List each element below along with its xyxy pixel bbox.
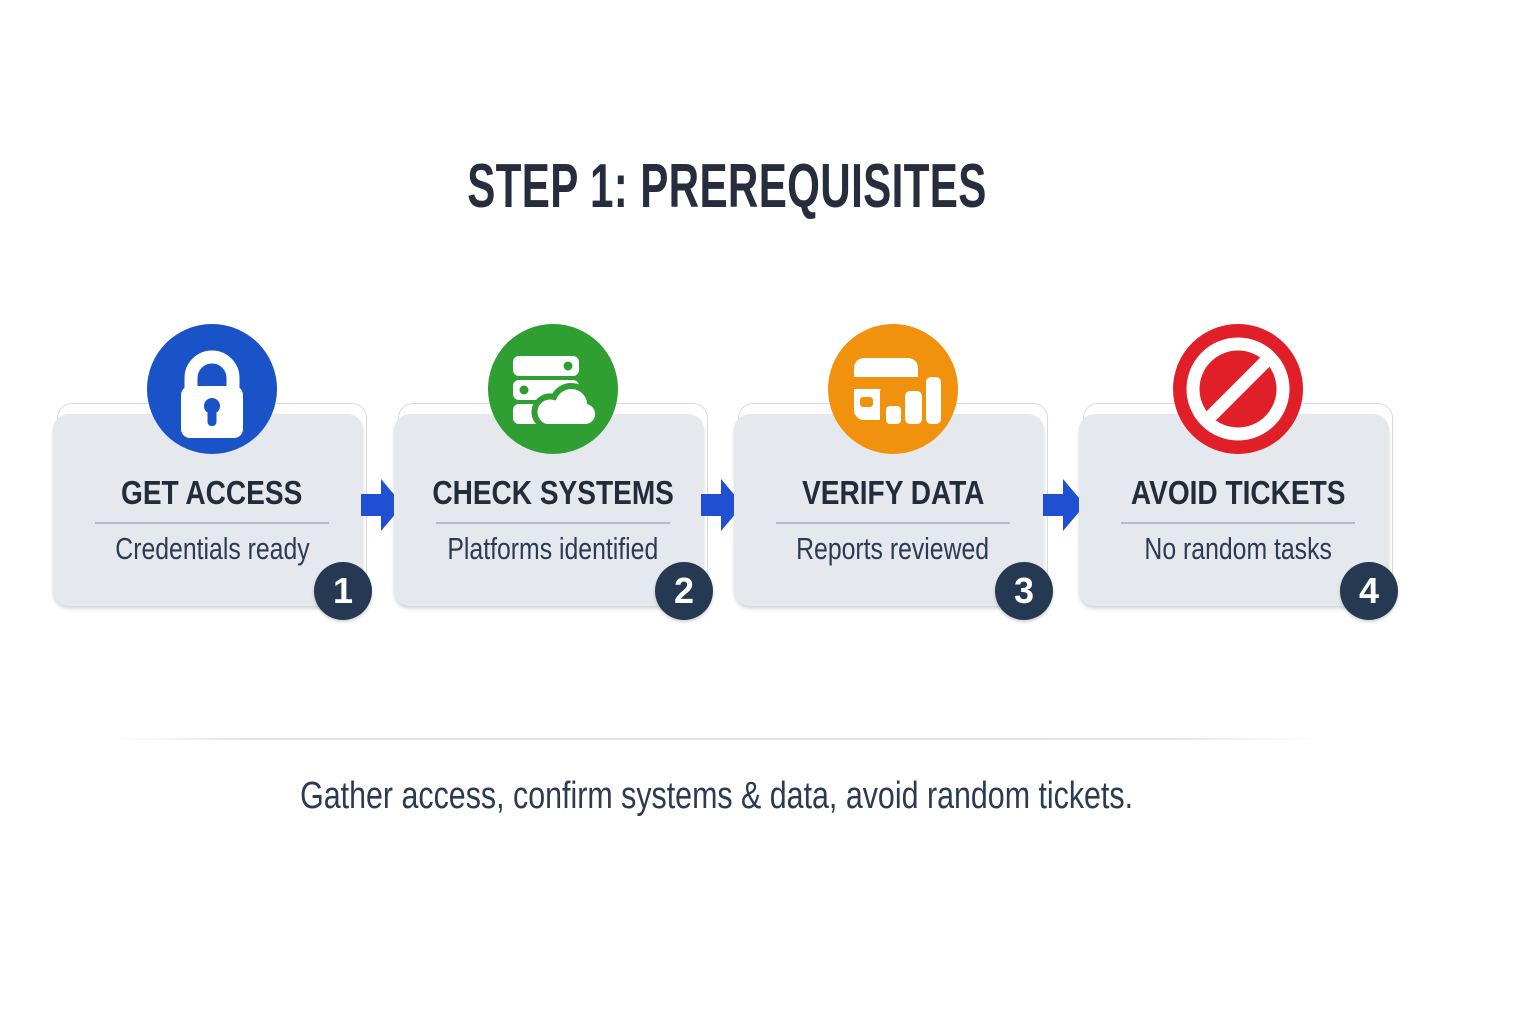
step-title: GET ACCESS [121,474,303,511]
step-card-get-access: GET ACCESS Credentials ready 1 [53,324,372,620]
page-title: STEP 1: PREREQUISITES [0,156,1454,218]
arrow-right-icon [1043,479,1085,531]
report-chart-icon [828,324,958,454]
step-title: VERIFY DATA [801,474,985,511]
step-card-check-systems: CHECK SYSTEMS Platforms identified 2 [394,324,713,620]
card-divider [435,522,671,524]
no-entry-icon [1173,324,1303,454]
card-divider [775,522,1011,524]
step-card-verify-data: VERIFY DATA Reports reviewed 3 [734,324,1053,620]
server-cloud-icon [488,324,618,454]
card-divider [1120,522,1356,524]
step-number-badge: 2 [655,562,713,620]
step-title: CHECK SYSTEMS [432,474,674,511]
step-subtitle: Reports reviewed [796,531,990,566]
step-number-badge: 1 [314,562,372,620]
footer-divider [107,738,1319,740]
step-subtitle: Platforms identified [447,531,659,566]
step-title: AVOID TICKETS [1130,474,1346,511]
step-subtitle: Credentials ready [114,531,310,566]
step-number-badge: 3 [995,562,1053,620]
arrow-right-icon [701,479,743,531]
card-divider [94,522,330,524]
arrow-right-icon [361,479,403,531]
page-title-text: STEP 1: PREREQUISITES [467,152,987,221]
lock-icon [147,324,277,454]
summary-caption: Gather access, confirm systems & data, a… [300,775,1134,817]
step-card-avoid-tickets: AVOID TICKETS No random tasks 4 [1079,324,1398,620]
step-subtitle: No random tasks [1144,531,1332,566]
step-number-badge: 4 [1340,562,1398,620]
